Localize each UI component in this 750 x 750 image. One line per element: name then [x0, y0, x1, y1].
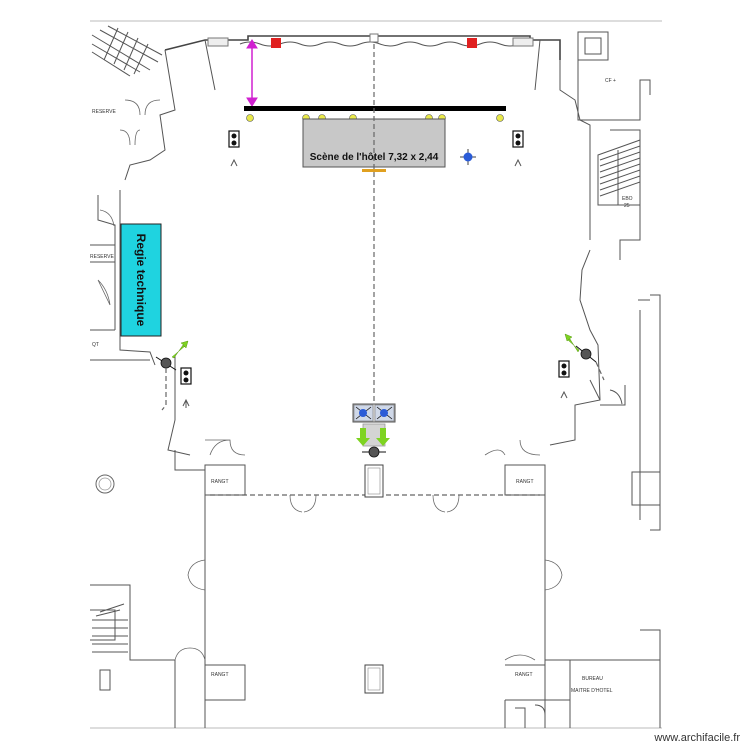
rangt-room-4	[505, 664, 546, 701]
mid-doors	[289, 494, 460, 513]
curtain-top	[239, 41, 521, 47]
side-light-right	[564, 333, 597, 363]
truss-light-1	[246, 114, 254, 122]
regie-technique-label: Regie technique	[134, 234, 148, 327]
column-center-upper	[364, 464, 384, 498]
side-light-left	[155, 340, 189, 371]
left-room-door	[97, 279, 111, 306]
top-center-fixture	[369, 33, 379, 43]
speaker-stage-right	[512, 130, 524, 167]
rangt-room-3	[205, 664, 246, 701]
room-label-reserve-mid: RESERVE	[90, 254, 114, 260]
staircase-right	[597, 139, 641, 206]
room-label-rangt-3: RANGT	[211, 672, 229, 678]
column-center-lower	[364, 664, 384, 694]
red-curtain-left	[271, 38, 281, 48]
depth-measurement	[246, 39, 258, 107]
regie-technique-box	[120, 223, 162, 337]
room-label-qt: QT	[92, 342, 99, 348]
foh-light-left	[355, 406, 372, 420]
room-label-rangt-1: RANGT	[211, 479, 229, 485]
right-side-structures	[600, 294, 661, 660]
top-right-rooms	[577, 31, 651, 260]
room-label-rangt-4: RANGT	[515, 672, 533, 678]
small-room-bottom-left	[99, 669, 111, 691]
bureau-walls	[530, 699, 571, 728]
rangt-door-right	[484, 439, 541, 456]
room-label-reserve-top: RESERVE	[92, 109, 116, 115]
doors-left-upper	[99, 99, 161, 227]
red-curtain-right	[467, 38, 477, 48]
top-right-fixture	[512, 37, 534, 47]
room-label-ebo: EBO	[622, 196, 633, 202]
truss-light-7	[496, 114, 504, 122]
rangt-room-1	[204, 464, 246, 496]
speaker-hall-right	[558, 360, 570, 399]
round-column-left	[95, 474, 115, 494]
blue-spot-light	[460, 149, 476, 165]
hall-walls-lower	[90, 450, 661, 728]
speaker-stage-left	[228, 130, 240, 167]
bureau-small-walls	[504, 700, 526, 728]
room-label-bureau: BUREAU	[582, 676, 603, 682]
staircase-top-left	[91, 25, 163, 77]
cable-right	[595, 361, 605, 381]
hall-walls-upper	[97, 35, 601, 456]
rangt-door-lower	[504, 654, 536, 661]
room-label-ebo-num: 25	[624, 203, 630, 209]
foh-position	[352, 403, 396, 458]
speaker-hall-left	[180, 367, 192, 408]
lower-side-doors	[174, 559, 563, 661]
foh-light-right	[376, 406, 393, 420]
left-room-walls	[90, 244, 150, 361]
top-left-fixture	[207, 37, 229, 47]
room-label-rangt-2: RANGT	[516, 479, 534, 485]
rangt-door-left	[205, 439, 246, 456]
watermark: www.archifacile.fr	[653, 732, 740, 744]
room-label-cf: CF +	[605, 78, 616, 84]
lighting-truss	[244, 106, 506, 111]
staircase-bottom-left	[92, 603, 128, 653]
stage-front-marker	[362, 169, 386, 172]
cable-left	[161, 368, 167, 411]
room-label-maitre: MAITRE D'HOTEL	[571, 688, 613, 694]
